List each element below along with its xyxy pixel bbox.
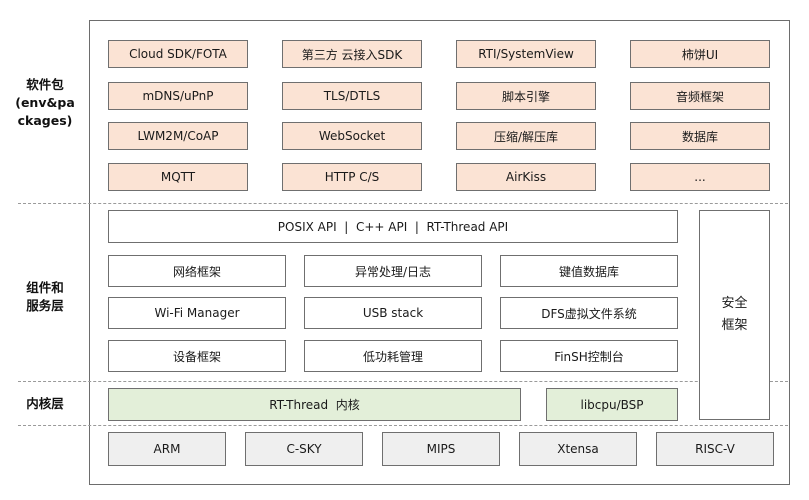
libcpu-bsp-box: libcpu/BSP — [546, 388, 678, 421]
package-box: WebSocket — [282, 122, 422, 150]
service-box: 设备框架 — [108, 340, 286, 372]
package-box: ... — [630, 163, 770, 191]
layer-label-kernel: 内核层 — [26, 396, 64, 411]
service-box: USB stack — [304, 297, 482, 329]
layer-label-packages: 软件包 (env&pa ckages) — [14, 76, 76, 130]
layer-label-packages-line: ckages) — [17, 113, 73, 128]
package-box: Cloud SDK/FOTA — [108, 40, 248, 68]
service-box: FinSH控制台 — [500, 340, 678, 372]
service-box: 键值数据库 — [500, 255, 678, 287]
package-box: MQTT — [108, 163, 248, 191]
package-box: mDNS/uPnP — [108, 82, 248, 110]
package-box: RTI/SystemView — [456, 40, 596, 68]
package-box: 数据库 — [630, 122, 770, 150]
package-box: HTTP C/S — [282, 163, 422, 191]
layer-label-packages-line: (env&pa — [15, 95, 75, 110]
arch-box: MIPS — [382, 432, 500, 466]
layer-divider — [18, 381, 788, 382]
package-box: AirKiss — [456, 163, 596, 191]
arch-box: ARM — [108, 432, 226, 466]
arch-box: C-SKY — [245, 432, 363, 466]
layer-label-components: 组件和 服务层 — [14, 279, 76, 315]
kernel-core-box: RT-Thread 内核 — [108, 388, 521, 421]
layer-divider — [18, 425, 788, 426]
layer-label-components-line: 服务层 — [26, 298, 64, 313]
package-box: 压缩/解压库 — [456, 122, 596, 150]
package-box: 柿饼UI — [630, 40, 770, 68]
service-box: 低功耗管理 — [304, 340, 482, 372]
package-box: 第三方 云接入SDK — [282, 40, 422, 68]
service-box: Wi-Fi Manager — [108, 297, 286, 329]
layer-label-components-line: 组件和 — [26, 280, 64, 295]
service-box: 网络框架 — [108, 255, 286, 287]
service-box: DFS虚拟文件系统 — [500, 297, 678, 329]
service-box: 异常处理/日志 — [304, 255, 482, 287]
api-bar: POSIX API | C++ API | RT-Thread API — [108, 210, 678, 243]
layer-label-packages-line: 软件包 — [26, 77, 64, 92]
security-framework-box: 安全 框架 — [699, 210, 770, 420]
package-box: 脚本引擎 — [456, 82, 596, 110]
layer-divider — [18, 203, 788, 204]
package-box: TLS/DTLS — [282, 82, 422, 110]
package-box: 音频框架 — [630, 82, 770, 110]
security-framework-line: 框架 — [721, 318, 748, 333]
security-framework-line: 安全 — [721, 296, 748, 311]
arch-box: Xtensa — [519, 432, 637, 466]
package-box: LWM2M/CoAP — [108, 122, 248, 150]
arch-box: RISC-V — [656, 432, 774, 466]
